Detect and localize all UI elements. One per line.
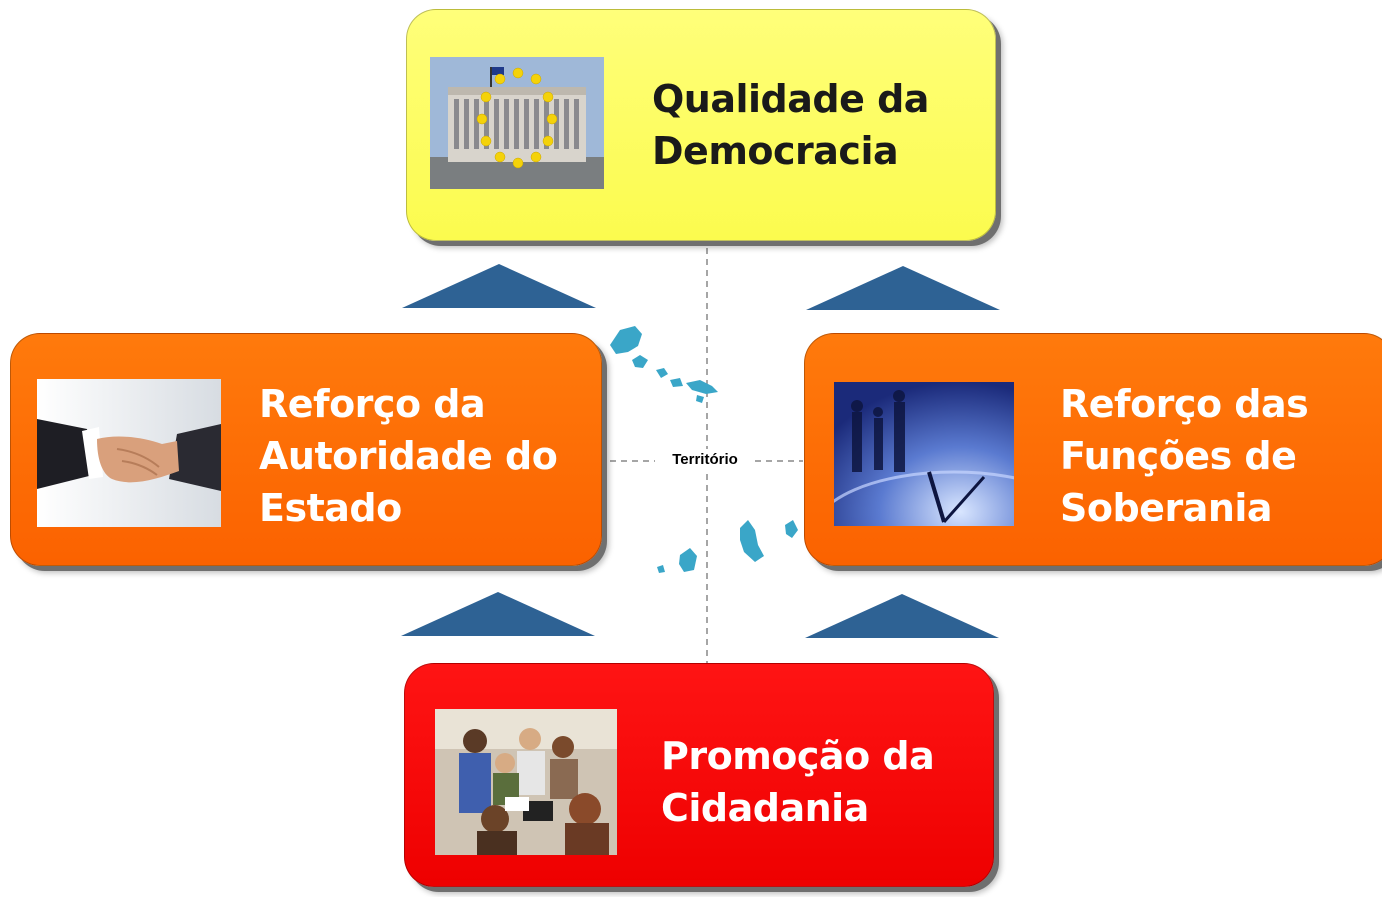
arrow-up-left-top: [402, 264, 596, 308]
box-title-qualidade-democracia: Qualidade da Democracia: [652, 77, 929, 173]
business-figures-clock-photo: [834, 382, 1014, 526]
handshake-photo: [37, 379, 221, 527]
territorio-label: Território: [655, 449, 755, 471]
island-maio: [785, 520, 798, 538]
box-title-reforco-autoridade-estado: Reforço da Autoridade do Estado: [259, 382, 558, 530]
parliament-building-photo: [430, 57, 604, 189]
island-sal: [696, 395, 704, 403]
island-sao-vicente: [632, 355, 648, 368]
arrow-up-left-bottom: [401, 592, 595, 636]
island-santa-luzia: [656, 368, 668, 378]
island-sao-nicolau: [686, 380, 718, 394]
box-reforco-autoridade-estado: Reforço da Autoridade do Estado: [10, 333, 602, 566]
island-santiago: [740, 520, 764, 562]
box-reforco-funcoes-soberania: Reforço das Funções de Soberania: [804, 333, 1382, 566]
arrow-up-right-bottom: [805, 594, 999, 638]
island-sao-nicolau-west: [670, 378, 683, 387]
island-brava: [657, 565, 665, 573]
island-fogo: [679, 548, 697, 572]
arrow-up-right-top: [806, 266, 1000, 310]
box-title-promocao-cidadania: Promoção da Cidadania: [661, 734, 935, 830]
box-qualidade-democracia: Qualidade da Democracia: [406, 9, 996, 241]
box-promocao-cidadania: Promoção da Cidadania: [404, 663, 994, 887]
box-title-reforco-funcoes-soberania: Reforço das Funções de Soberania: [1060, 382, 1309, 530]
group-meeting-photo: [435, 709, 617, 855]
island-santo-antao: [610, 326, 642, 354]
